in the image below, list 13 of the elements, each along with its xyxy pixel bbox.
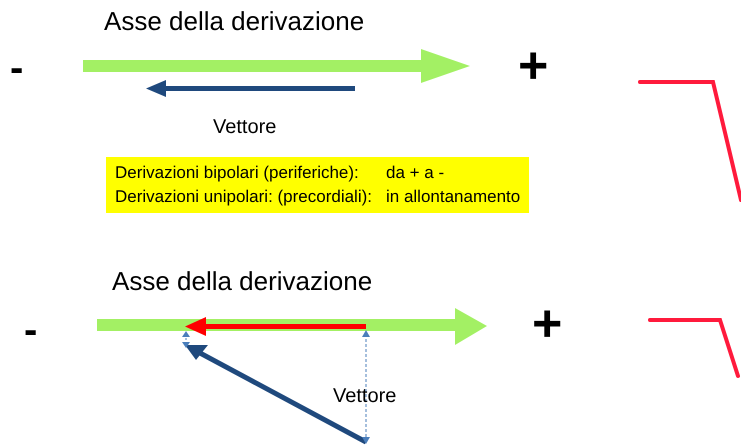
note-text: da + a - [386, 162, 446, 184]
note-text: in allontanamento [386, 186, 520, 208]
minus-sign: - [24, 310, 38, 350]
plus-sign: + [532, 298, 562, 350]
plus-sign: + [518, 40, 548, 92]
note-text: Derivazioni unipolari: (precordiali): [115, 186, 372, 208]
axis-label: Asse della derivazione [104, 5, 364, 38]
axis-label: Asse della derivazione [112, 265, 372, 298]
vector-label: Vettore [213, 115, 276, 140]
note-text: Derivazioni bipolari (periferiche): [115, 162, 360, 184]
vector-label: Vettore [333, 384, 396, 409]
note-box [106, 157, 530, 213]
minus-sign: - [10, 48, 24, 88]
